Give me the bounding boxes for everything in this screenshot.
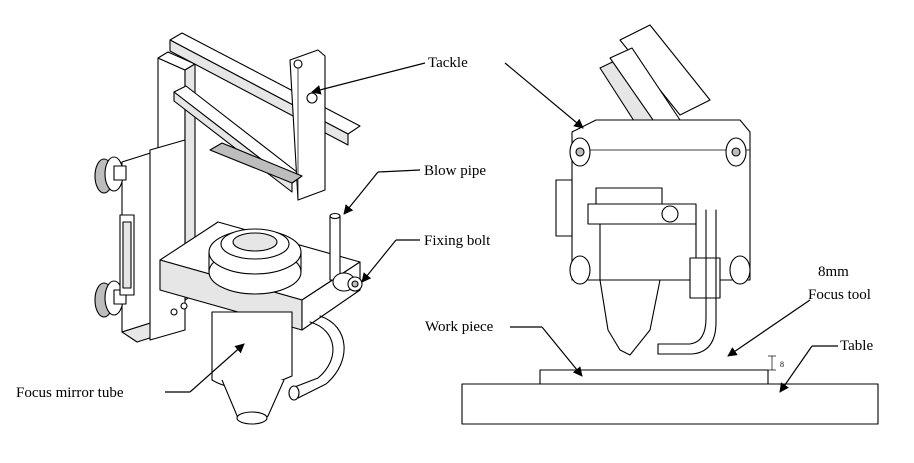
table	[461, 383, 879, 425]
air-hose	[291, 321, 334, 389]
leader-lines	[165, 62, 838, 393]
label-fixing-bolt: Fixing bolt	[424, 233, 491, 249]
mirror-block	[209, 142, 303, 184]
leader-blow-pipe	[343, 171, 379, 215]
leader-focus-mirror-tube	[189, 343, 245, 393]
label-tackle: Tackle	[428, 55, 468, 71]
leader-focus-tool	[727, 299, 811, 357]
work-piece	[539, 369, 769, 385]
right-laser-head	[461, 24, 879, 425]
labels: Tackle Blow pipe Fixing bolt Focus mirro…	[16, 55, 873, 401]
focus-tool	[657, 209, 707, 345]
label-blow-pipe: Blow pipe	[424, 163, 486, 179]
left-laser-head	[94, 32, 363, 425]
blow-pipe	[329, 215, 341, 281]
wheel-bottom	[94, 280, 127, 318]
right-wheels	[569, 137, 751, 285]
label-focus-tool: Focus tool	[808, 287, 871, 303]
label-gap-mark: 8	[780, 360, 784, 369]
leader-table	[779, 345, 813, 393]
lens-ring	[595, 187, 663, 205]
label-focus-mirror-tube: Focus mirror tube	[16, 385, 124, 401]
focus-mirror-tube	[211, 311, 293, 389]
label-focus-tool-size: 8mm	[818, 264, 849, 280]
wheel-top	[94, 156, 127, 194]
label-table: Table	[840, 338, 873, 354]
leader-work-piece	[541, 326, 583, 377]
leader-tackle-right	[504, 62, 584, 129]
right-nozzle	[599, 279, 661, 356]
leader-tackle-left	[311, 62, 426, 95]
label-work-piece: Work piece	[425, 319, 494, 335]
leader-fixing-bolt	[361, 239, 397, 283]
